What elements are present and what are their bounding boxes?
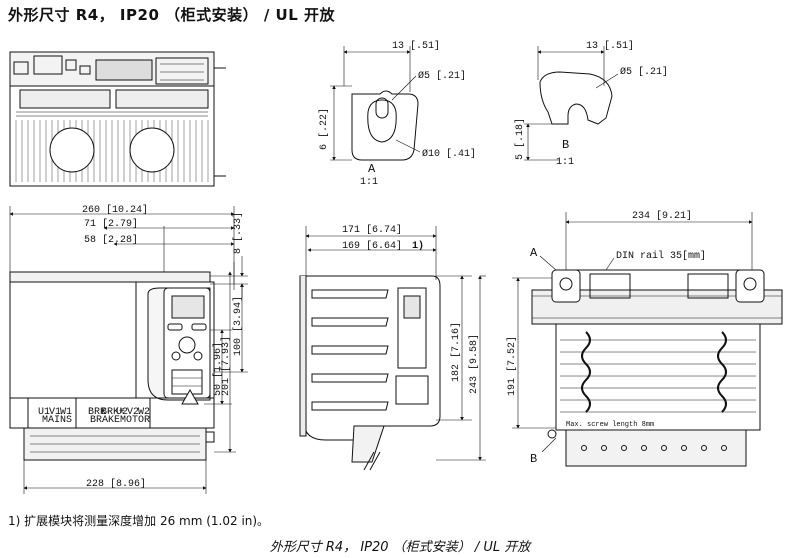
back-din-rail: DIN rail 35[mm] bbox=[616, 250, 706, 262]
detail-a-dim-height: 6 [.22] bbox=[318, 108, 330, 150]
back-dim-191: 191 [7.52] bbox=[506, 336, 518, 396]
footnote: 1) 扩展模块将测量深度增加 26 mm (1.02 in)。 bbox=[8, 514, 270, 528]
terminal-motor-1: V2 bbox=[127, 407, 139, 418]
terminal-brake-1: BRK+ bbox=[101, 407, 125, 418]
front-dim-201: 201 [7.93] bbox=[220, 336, 232, 396]
detail-a-dim-hole-large: Ø10 [.41] bbox=[422, 148, 476, 160]
side-view: 171 [6.74] 169 [6.64] 1) 182 [7.16] 243 … bbox=[299, 224, 486, 471]
detail-b: 13 [.51] Ø5 [.21] 5 [.18] B 1:1 bbox=[514, 40, 668, 168]
front-dim-58: 58 [2.28] bbox=[84, 234, 138, 246]
detail-b-scale: 1:1 bbox=[556, 157, 574, 168]
side-footnote-ref: 1) bbox=[412, 240, 424, 252]
detail-a-dim-top: 13 [.51] bbox=[392, 40, 440, 52]
back-label-b: B bbox=[530, 452, 537, 466]
front-dim-71: 71 [2.79] bbox=[84, 218, 138, 230]
terminal-motor-2: W2 bbox=[138, 407, 150, 418]
side-dim-169: 169 [6.64] bbox=[342, 240, 402, 252]
front-view: U1 V1 W1 MAINS BRK- BRK+ BRAKE U2 V2 W2 … bbox=[9, 204, 248, 494]
detail-a: 13 [.51] Ø5 [.21] 6 [.22] Ø10 [.41] A 1:… bbox=[318, 40, 476, 188]
front-dim-8: 8 [.33] bbox=[232, 212, 244, 254]
terminal-brake-0: BRK- bbox=[88, 407, 112, 418]
front-dim-100: 100 [3.94] bbox=[232, 296, 244, 356]
detail-b-dim-top: 13 [.51] bbox=[586, 40, 634, 52]
front-dim-228: 228 [8.96] bbox=[86, 478, 146, 490]
detail-b-label: B bbox=[562, 138, 569, 152]
side-dim-243: 243 [9.58] bbox=[468, 334, 480, 394]
side-dim-182: 182 [7.16] bbox=[450, 322, 462, 382]
terminal-mains-1: V1 bbox=[49, 407, 61, 418]
front-dim-50: 50 [1.96] bbox=[212, 342, 224, 396]
detail-a-dim-hole-small: Ø5 [.21] bbox=[418, 70, 466, 82]
back-dim-234: 234 [9.21] bbox=[632, 210, 692, 222]
back-view: 234 [9.21] DIN rail 35[mm] 191 [7.52] A … bbox=[506, 210, 783, 467]
detail-a-scale: 1:1 bbox=[360, 177, 378, 188]
figure-caption: 外形尺寸 R4， IP20 （柜式安装） / UL 开放 bbox=[269, 540, 531, 555]
front-dim-width-total: 260 [10.24] bbox=[82, 204, 148, 216]
back-label-a: A bbox=[530, 246, 538, 260]
motor-label: MOTOR bbox=[120, 415, 150, 426]
detail-a-label: A bbox=[368, 162, 376, 176]
page-title: 外形尺寸 R4， IP20 （柜式安装） / UL 开放 bbox=[8, 6, 335, 24]
terminal-motor-0: U2 bbox=[116, 407, 128, 418]
back-screw-note: Max. screw length 8mm bbox=[566, 421, 654, 429]
side-dim-171: 171 [6.74] bbox=[342, 224, 402, 236]
top-view bbox=[9, 51, 226, 187]
brake-label: BRAKE bbox=[90, 415, 120, 426]
detail-b-dim-hole: Ø5 [.21] bbox=[620, 66, 668, 78]
mains-label: MAINS bbox=[42, 415, 72, 426]
terminal-mains-2: W1 bbox=[60, 407, 72, 418]
detail-b-dim-height: 5 [.18] bbox=[514, 118, 526, 160]
terminal-mains-0: U1 bbox=[38, 407, 50, 418]
